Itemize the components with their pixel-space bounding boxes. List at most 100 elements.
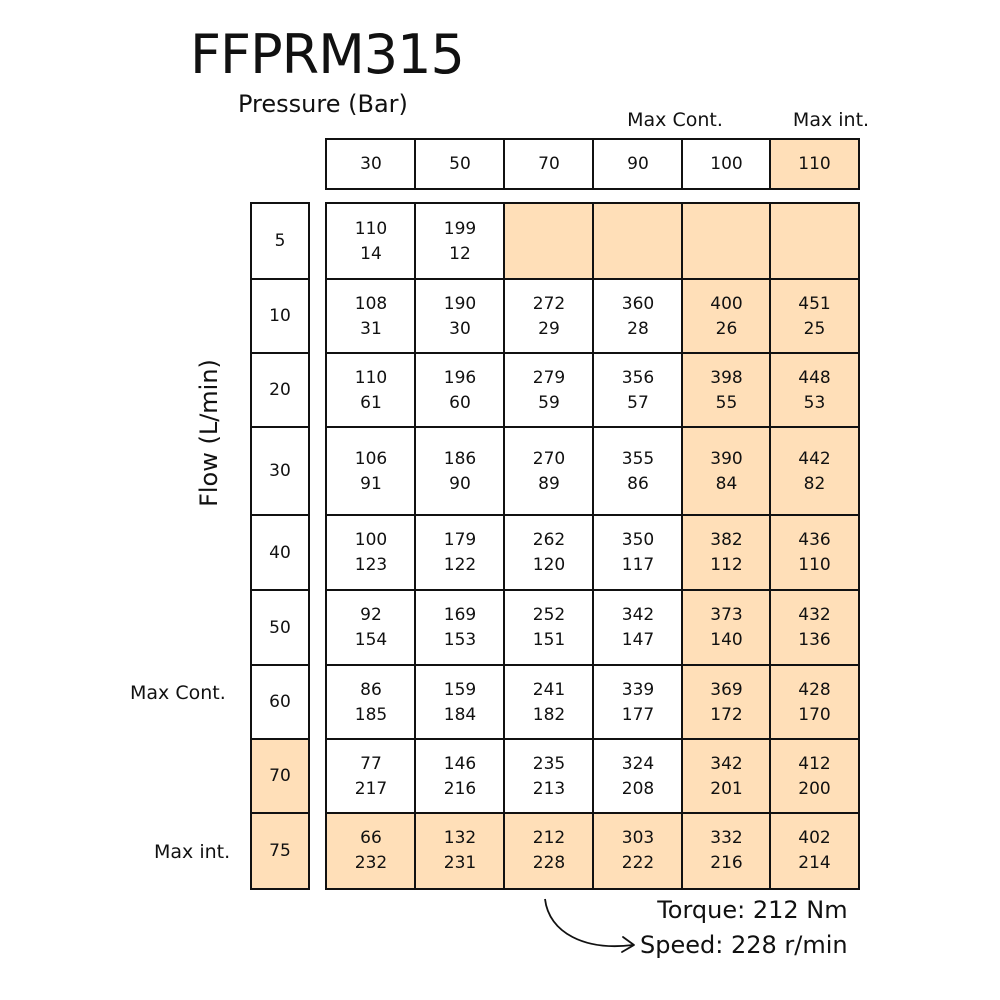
cell-torque: 360 — [621, 293, 655, 314]
cell-speed: 55 — [715, 392, 738, 413]
flow-header-cell: 75 — [250, 812, 310, 890]
cell-torque: 324 — [621, 753, 655, 774]
cell-speed: 151 — [532, 630, 566, 650]
cell-speed: 89 — [538, 473, 560, 494]
cell-speed: 185 — [354, 704, 388, 725]
cell-speed: 84 — [715, 473, 738, 494]
cell-speed: 122 — [443, 555, 477, 575]
cell-speed: 117 — [621, 555, 655, 575]
cell-speed: 82 — [803, 473, 826, 494]
cell-speed: 231 — [443, 853, 477, 873]
cell-speed: 59 — [538, 392, 560, 413]
cell-torque: 75 — [269, 840, 291, 861]
cell-torque: 235 — [532, 753, 566, 774]
cell-torque: 339 — [621, 679, 655, 700]
page-title: FFPRM315 — [190, 23, 465, 86]
cell-torque: 212 — [532, 828, 566, 848]
cell-torque: 50 — [269, 617, 291, 638]
cell-speed: 200 — [798, 778, 831, 799]
pressure-max-cont-note: Max Cont. — [627, 109, 723, 131]
cell-torque: 50 — [449, 153, 471, 174]
cell-torque: 332 — [710, 828, 743, 848]
cell-torque: 90 — [627, 153, 649, 174]
cell-torque: 92 — [360, 605, 382, 625]
pressure-max-int-note: Max int. — [792, 109, 870, 131]
cell-torque: 398 — [710, 367, 743, 388]
cell-speed: 29 — [538, 318, 560, 339]
curved-arrow-icon — [544, 898, 635, 953]
flow-max-int-note: Max int. — [154, 841, 231, 863]
cell-torque: 342 — [621, 605, 655, 625]
grid-cell — [769, 202, 860, 281]
cell-torque: 60 — [269, 692, 291, 712]
cell-torque: 432 — [798, 605, 831, 625]
cell-torque: 196 — [443, 367, 477, 388]
cell-speed: 154 — [354, 630, 388, 650]
cell-torque: 270 — [532, 448, 566, 469]
cell-torque: 252 — [532, 605, 566, 625]
cell-torque: 186 — [443, 448, 477, 469]
cell-speed: 217 — [354, 778, 388, 799]
flow-header-cell: 40 — [250, 514, 310, 592]
grid-cell — [503, 202, 595, 281]
cell-torque: 199 — [443, 218, 477, 239]
cell-speed: 61 — [360, 392, 382, 413]
flow-max-cont-note: Max Cont. — [130, 682, 226, 704]
cell-torque: 342 — [710, 753, 743, 774]
cell-torque: 159 — [443, 679, 477, 700]
cell-torque: 279 — [532, 367, 566, 388]
cell-torque: 30 — [269, 461, 291, 481]
cell-speed: 136 — [798, 630, 831, 650]
cell-speed: 214 — [798, 853, 831, 873]
cell-speed: 53 — [803, 392, 826, 413]
pressure-header-cell: 70 — [503, 138, 595, 190]
cell-speed: 91 — [360, 473, 382, 494]
cell-speed: 112 — [710, 555, 743, 575]
cell-torque: 373 — [710, 605, 743, 625]
cell-torque: 272 — [532, 293, 566, 314]
flow-header-cell: 20 — [250, 352, 310, 429]
cell-speed: 60 — [449, 392, 471, 413]
cell-speed: 12 — [449, 243, 471, 264]
pressure-axis-label: Pressure (Bar) — [238, 90, 408, 118]
cell-torque: 436 — [798, 530, 831, 550]
legend-torque: Torque: 212 Nm — [657, 896, 848, 924]
cell-speed: 90 — [449, 473, 471, 494]
cell-torque: 66 — [360, 828, 382, 848]
cell-speed: 216 — [710, 853, 743, 873]
cell-speed: 213 — [532, 778, 566, 799]
cell-speed: 228 — [532, 853, 566, 873]
cell-torque: 412 — [798, 753, 831, 774]
cell-torque: 350 — [621, 530, 655, 550]
cell-speed: 177 — [621, 704, 655, 725]
cell-speed: 172 — [710, 704, 743, 725]
cell-torque: 20 — [269, 380, 291, 400]
cell-speed: 153 — [443, 630, 477, 650]
